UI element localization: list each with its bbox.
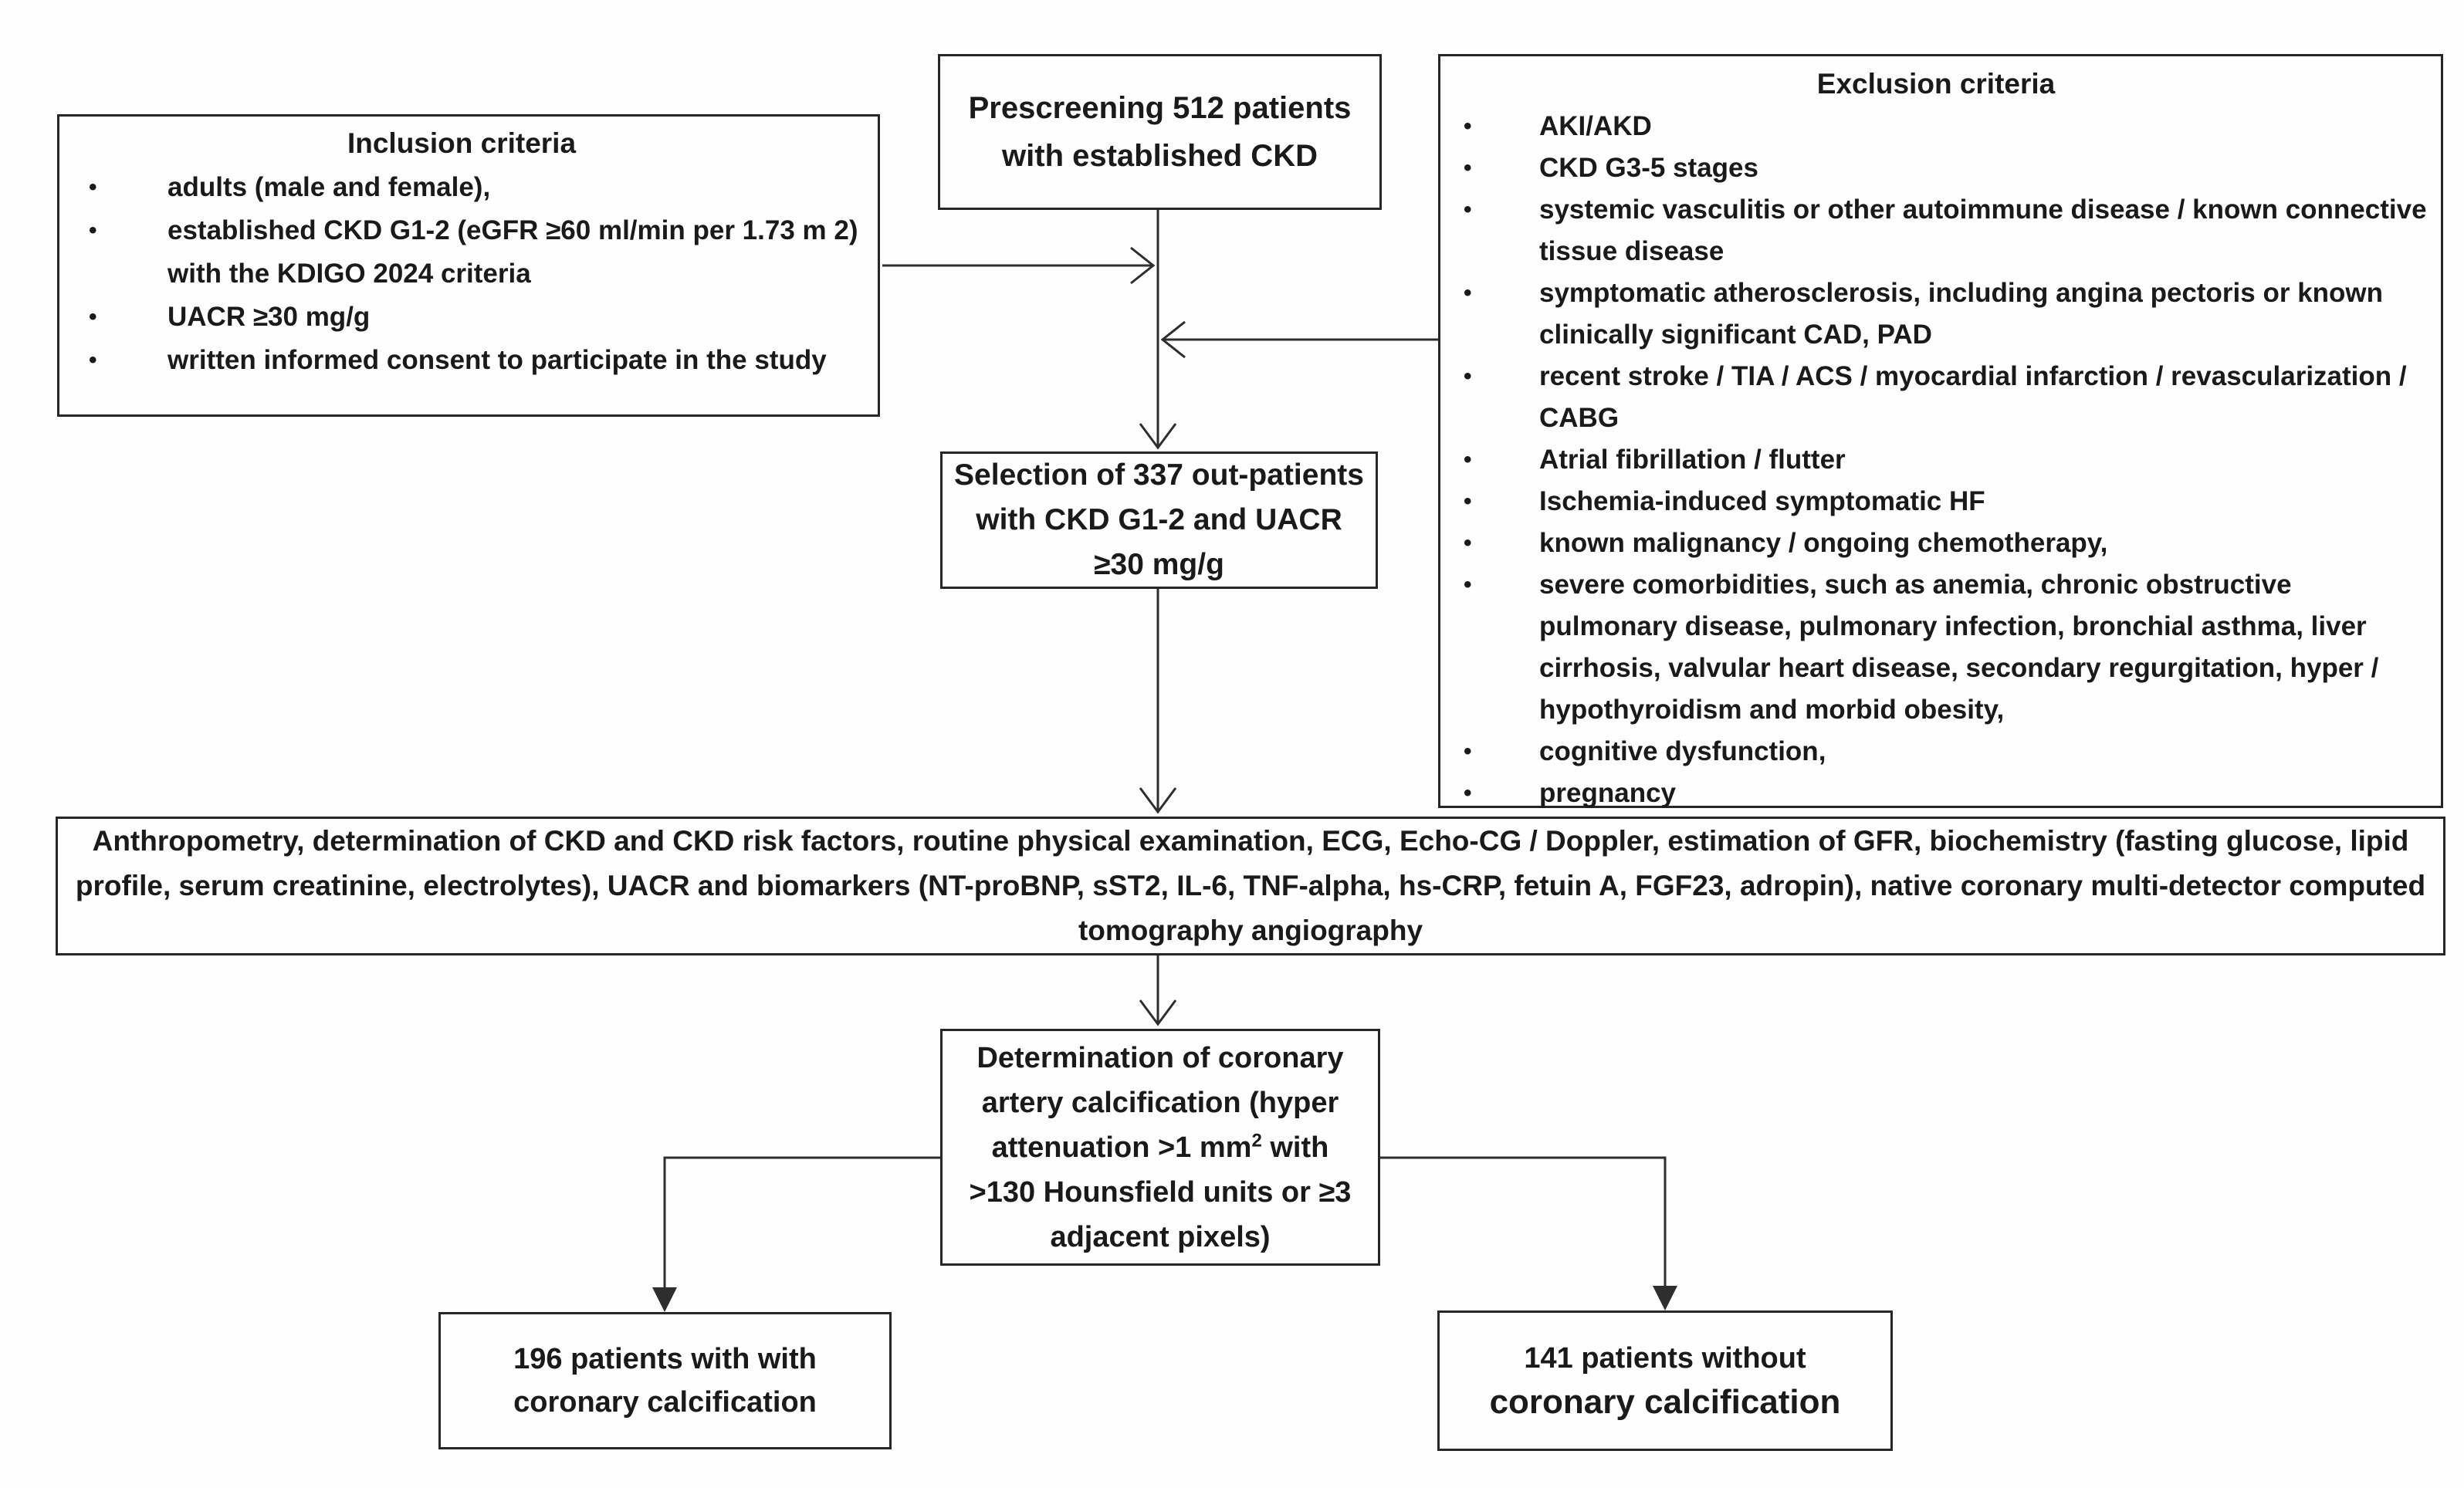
prescreening-box: Prescreening 512 patients with establish… [938, 54, 1382, 210]
cac-determination-text-part2: with >130 Hounsfield units or ≥3 adjacen… [969, 1131, 1352, 1253]
without-calcification-line1: 141 patients without [1524, 1342, 1806, 1375]
arrowhead-right-inclusion [1130, 246, 1156, 285]
exclusion-criteria-title: Exclusion criteria [1816, 68, 2056, 100]
exclusion-item: symptomatic atherosclerosis, including a… [1440, 272, 2432, 356]
exclusion-criteria-box: Exclusion criteria AKI/AKD CKD G3-5 stag… [1438, 54, 2443, 814]
arrowhead-down-assessment [1139, 787, 1177, 814]
arrow-determination-to-with-calc [663, 1156, 940, 1290]
with-calcification-line2: coronary calcification [513, 1386, 817, 1419]
inclusion-item: UACR ≥30 mg/g [59, 296, 864, 339]
arrow-determination-to-without-calc [1380, 1156, 1667, 1289]
with-calcification-line1: 196 patients with with [513, 1343, 817, 1375]
exclusion-item: cognitive dysfunction, [1440, 731, 2432, 773]
cac-determination-text-part1: Determination of coronary artery calcifi… [976, 1041, 1344, 1164]
cac-determination-superscript: 2 [1251, 1129, 1262, 1151]
without-calcification-box: 141 patients without coronary calcificat… [1437, 1310, 1893, 1451]
with-calcification-box: 196 patients with with coronary calcific… [438, 1312, 892, 1449]
without-calcification-line2: coronary calcification [1489, 1383, 1841, 1421]
exclusion-item: CKD G3-5 stages [1440, 147, 2432, 189]
inclusion-item: written informed consent to participate … [59, 339, 864, 382]
cac-determination-box: Determination of coronary artery calcifi… [940, 1029, 1380, 1266]
exclusion-item: severe comorbidities, such as anemia, ch… [1440, 564, 2432, 731]
selection-box: Selection of 337 out-patients with CKD G… [940, 451, 1378, 589]
arrowhead-left-exclusion [1160, 320, 1186, 359]
exclusion-item: Ischemia-induced symptomatic HF [1440, 481, 2432, 522]
prescreening-text: Prescreening 512 patients with establish… [968, 91, 1352, 173]
inclusion-criteria-box: Inclusion criteria adults (male and fema… [57, 114, 880, 417]
arrowhead-down-selection [1139, 423, 1177, 450]
assessment-text: Anthropometry, determination of CKD and … [75, 825, 2426, 946]
arrowhead-solid-with-calc [652, 1287, 677, 1312]
exclusion-item: systemic vasculitis or other autoimmune … [1440, 189, 2432, 272]
inclusion-criteria-title: Inclusion criteria [347, 127, 577, 159]
exclusion-item: recent stroke / TIA / ACS / myocardial i… [1440, 356, 2432, 439]
exclusion-item: AKI/AKD [1440, 106, 2432, 147]
arrowhead-solid-without-calc [1653, 1286, 1677, 1310]
exclusion-item: known malignancy / ongoing chemotherapy, [1440, 522, 2432, 564]
selection-text: Selection of 337 out-patients with CKD G… [954, 458, 1364, 581]
inclusion-item: adults (male and female), [59, 166, 864, 209]
arrowhead-down-determination [1139, 999, 1177, 1026]
inclusion-item: established CKD G1-2 (eGFR ≥60 ml/min pe… [59, 209, 864, 296]
exclusion-item: pregnancy [1440, 773, 2432, 814]
assessment-box: Anthropometry, determination of CKD and … [56, 817, 2445, 955]
cac-determination-text: Determination of coronary artery calcifi… [955, 1036, 1366, 1260]
exclusion-item: Atrial fibrillation / flutter [1440, 439, 2432, 481]
